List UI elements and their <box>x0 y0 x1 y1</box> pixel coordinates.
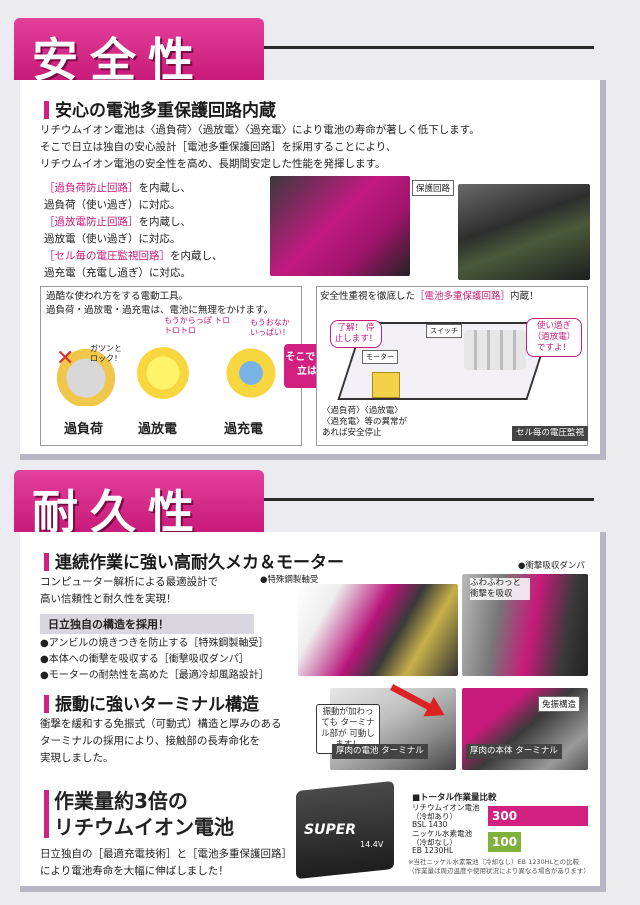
body-terminal-label: 厚肉の本体 ターミナル <box>466 744 562 759</box>
hazards-intro: 過酷な使われ方をする電動工具。 過負荷・過放電・過充電は、電池に無理をかけます。 <box>46 291 274 316</box>
circuit-note: 〈過負荷〉〈過放電〉 〈過充電〉等の異常が あれば安全停止 <box>322 406 408 438</box>
nimh-value: 100 <box>492 835 518 849</box>
title-rule <box>264 46 594 49</box>
safety-heading: 安心の電池多重保護回路内蔵 <box>44 96 276 121</box>
terminal-heading: 振動に強いターミナル構造 <box>44 690 259 715</box>
title-rule-2 <box>264 498 594 501</box>
battery-voltage: 14.4V <box>360 840 384 849</box>
sfx-overload: ガツンと ロック！ <box>90 344 122 363</box>
damper-label: ●衝撃吸収ダンパ <box>518 561 585 571</box>
circuit-intro: 安全性重視を徹底した［電池多重保護回路］内蔵！ <box>320 291 539 302</box>
bubble-stop: 了解！ 停止します！ <box>330 320 382 348</box>
nimh-name: ニッケル水素電池 （冷却なし） EB 1230HL <box>412 829 472 855</box>
hazard-label-overdischarge: 過放電 <box>138 422 178 437</box>
battery-heading: 作業量約3倍の リチウムイオン電池 <box>54 789 234 839</box>
motor-label: モーター <box>362 350 398 364</box>
original-structure-tag: 日立独自の構造を採用！ <box>40 614 254 634</box>
liion-bar: 300 <box>488 806 588 826</box>
menshin-label: 免振構造 <box>538 696 581 712</box>
nimh-bar: 100 <box>488 832 521 852</box>
liion-name: リチウムイオン電池 （冷却あり） BSL 1430 <box>412 803 480 829</box>
safety-lead: リチウムイオン電池は〈過負荷〉〈過放電〉〈過充電〉により電池の寿命が著しく低下し… <box>40 124 480 170</box>
bullet-damper: ●本体への衝撃を吸収する［衝撃吸収ダンパ］ <box>40 654 249 665</box>
terminal-lead: 衝撃を緩和する免振式（可動式）構造と厚みのある ターミナルの採用により、接触部の… <box>40 718 282 764</box>
battery-logo: SUPER <box>304 822 357 838</box>
feature-overload: ［過負荷防止回路］を内蔵し、 過負荷（使い過ぎ）に対応。 <box>44 182 191 211</box>
durability-heading: 連続作業に強い高耐久メカ＆モーター <box>44 548 344 573</box>
hazard-label-overload: 過負荷 <box>64 422 104 437</box>
sfx-overcharge: もうおなか いっぱい！ <box>250 318 290 337</box>
battery-lead: 日立独自の［最適充電技術］と［電池多重保護回路］ により電池寿命を大幅に伸ばしま… <box>40 848 292 877</box>
overdischarge-illustration <box>130 340 196 406</box>
overcharge-illustration <box>218 340 284 406</box>
switch-label: スイッチ <box>426 324 462 338</box>
section-title-safety: 安全性 <box>14 18 264 87</box>
durability-lead: コンピューター解析による最適設計で 高い信頼性と耐久性を実現！ <box>40 576 219 605</box>
impact-driver-cutaway <box>298 584 458 676</box>
sfx-overdischarge: もうからっぽ トロトロトロ <box>164 316 231 335</box>
bubble-overuse: 使い過ぎ （過放電） ですよ！ <box>526 318 582 357</box>
liion-value: 300 <box>492 809 518 823</box>
bullet-bearing: ●アンビルの焼きつきを防止する［特殊鋼製軸受］ <box>40 638 269 649</box>
compare-title: ■トータル作業量比較 <box>412 793 497 803</box>
tool-cutaway-photo <box>270 176 410 276</box>
feature-cell-monitor: ［セル毎の電圧監視回路］を内蔵し、 過充電（充電し過ぎ）に対応。 <box>44 250 223 279</box>
compare-row-liion: リチウムイオン電池 （冷却あり） BSL 1430 300 <box>412 803 592 829</box>
section-title-durability: 耐久性 <box>14 470 264 539</box>
protection-circuit-label: 保護回路 <box>412 180 455 196</box>
compare-row-nimh: ニッケル水素電池 （冷却なし） EB 1230HL 100 <box>412 829 592 855</box>
damper-sfx: ふわふわっと 衝撃を吸収 <box>470 578 530 600</box>
hazard-label-overcharge: 過充電 <box>224 422 264 437</box>
battery-heading-bar <box>44 790 49 838</box>
x-mark-icon: ✕ <box>56 346 75 371</box>
cell-monitor-label: セル毎の電圧監視 <box>512 426 589 441</box>
compare-footnote: ※当社ニッケル水素電池（冷却なし）EB 1230HLとの比較 （作業量は周辺温度… <box>408 858 590 875</box>
protection-circuit-photo <box>458 184 590 280</box>
block-illustration <box>372 372 400 398</box>
feature-overdischarge: ［過放電防止回路］を内蔵し、 過放電（使い過ぎ）に対応。 <box>44 216 191 245</box>
cells-illustration <box>464 330 526 370</box>
overload-illustration <box>52 344 120 406</box>
bearing-label: ●特殊鋼製軸受 <box>260 575 319 585</box>
battery-terminal-label: 厚肉の電池 ターミナル <box>332 744 428 759</box>
bullet-cooling: ●モーターの耐熱性を高めた［最適冷却風路設計］ <box>40 670 269 681</box>
